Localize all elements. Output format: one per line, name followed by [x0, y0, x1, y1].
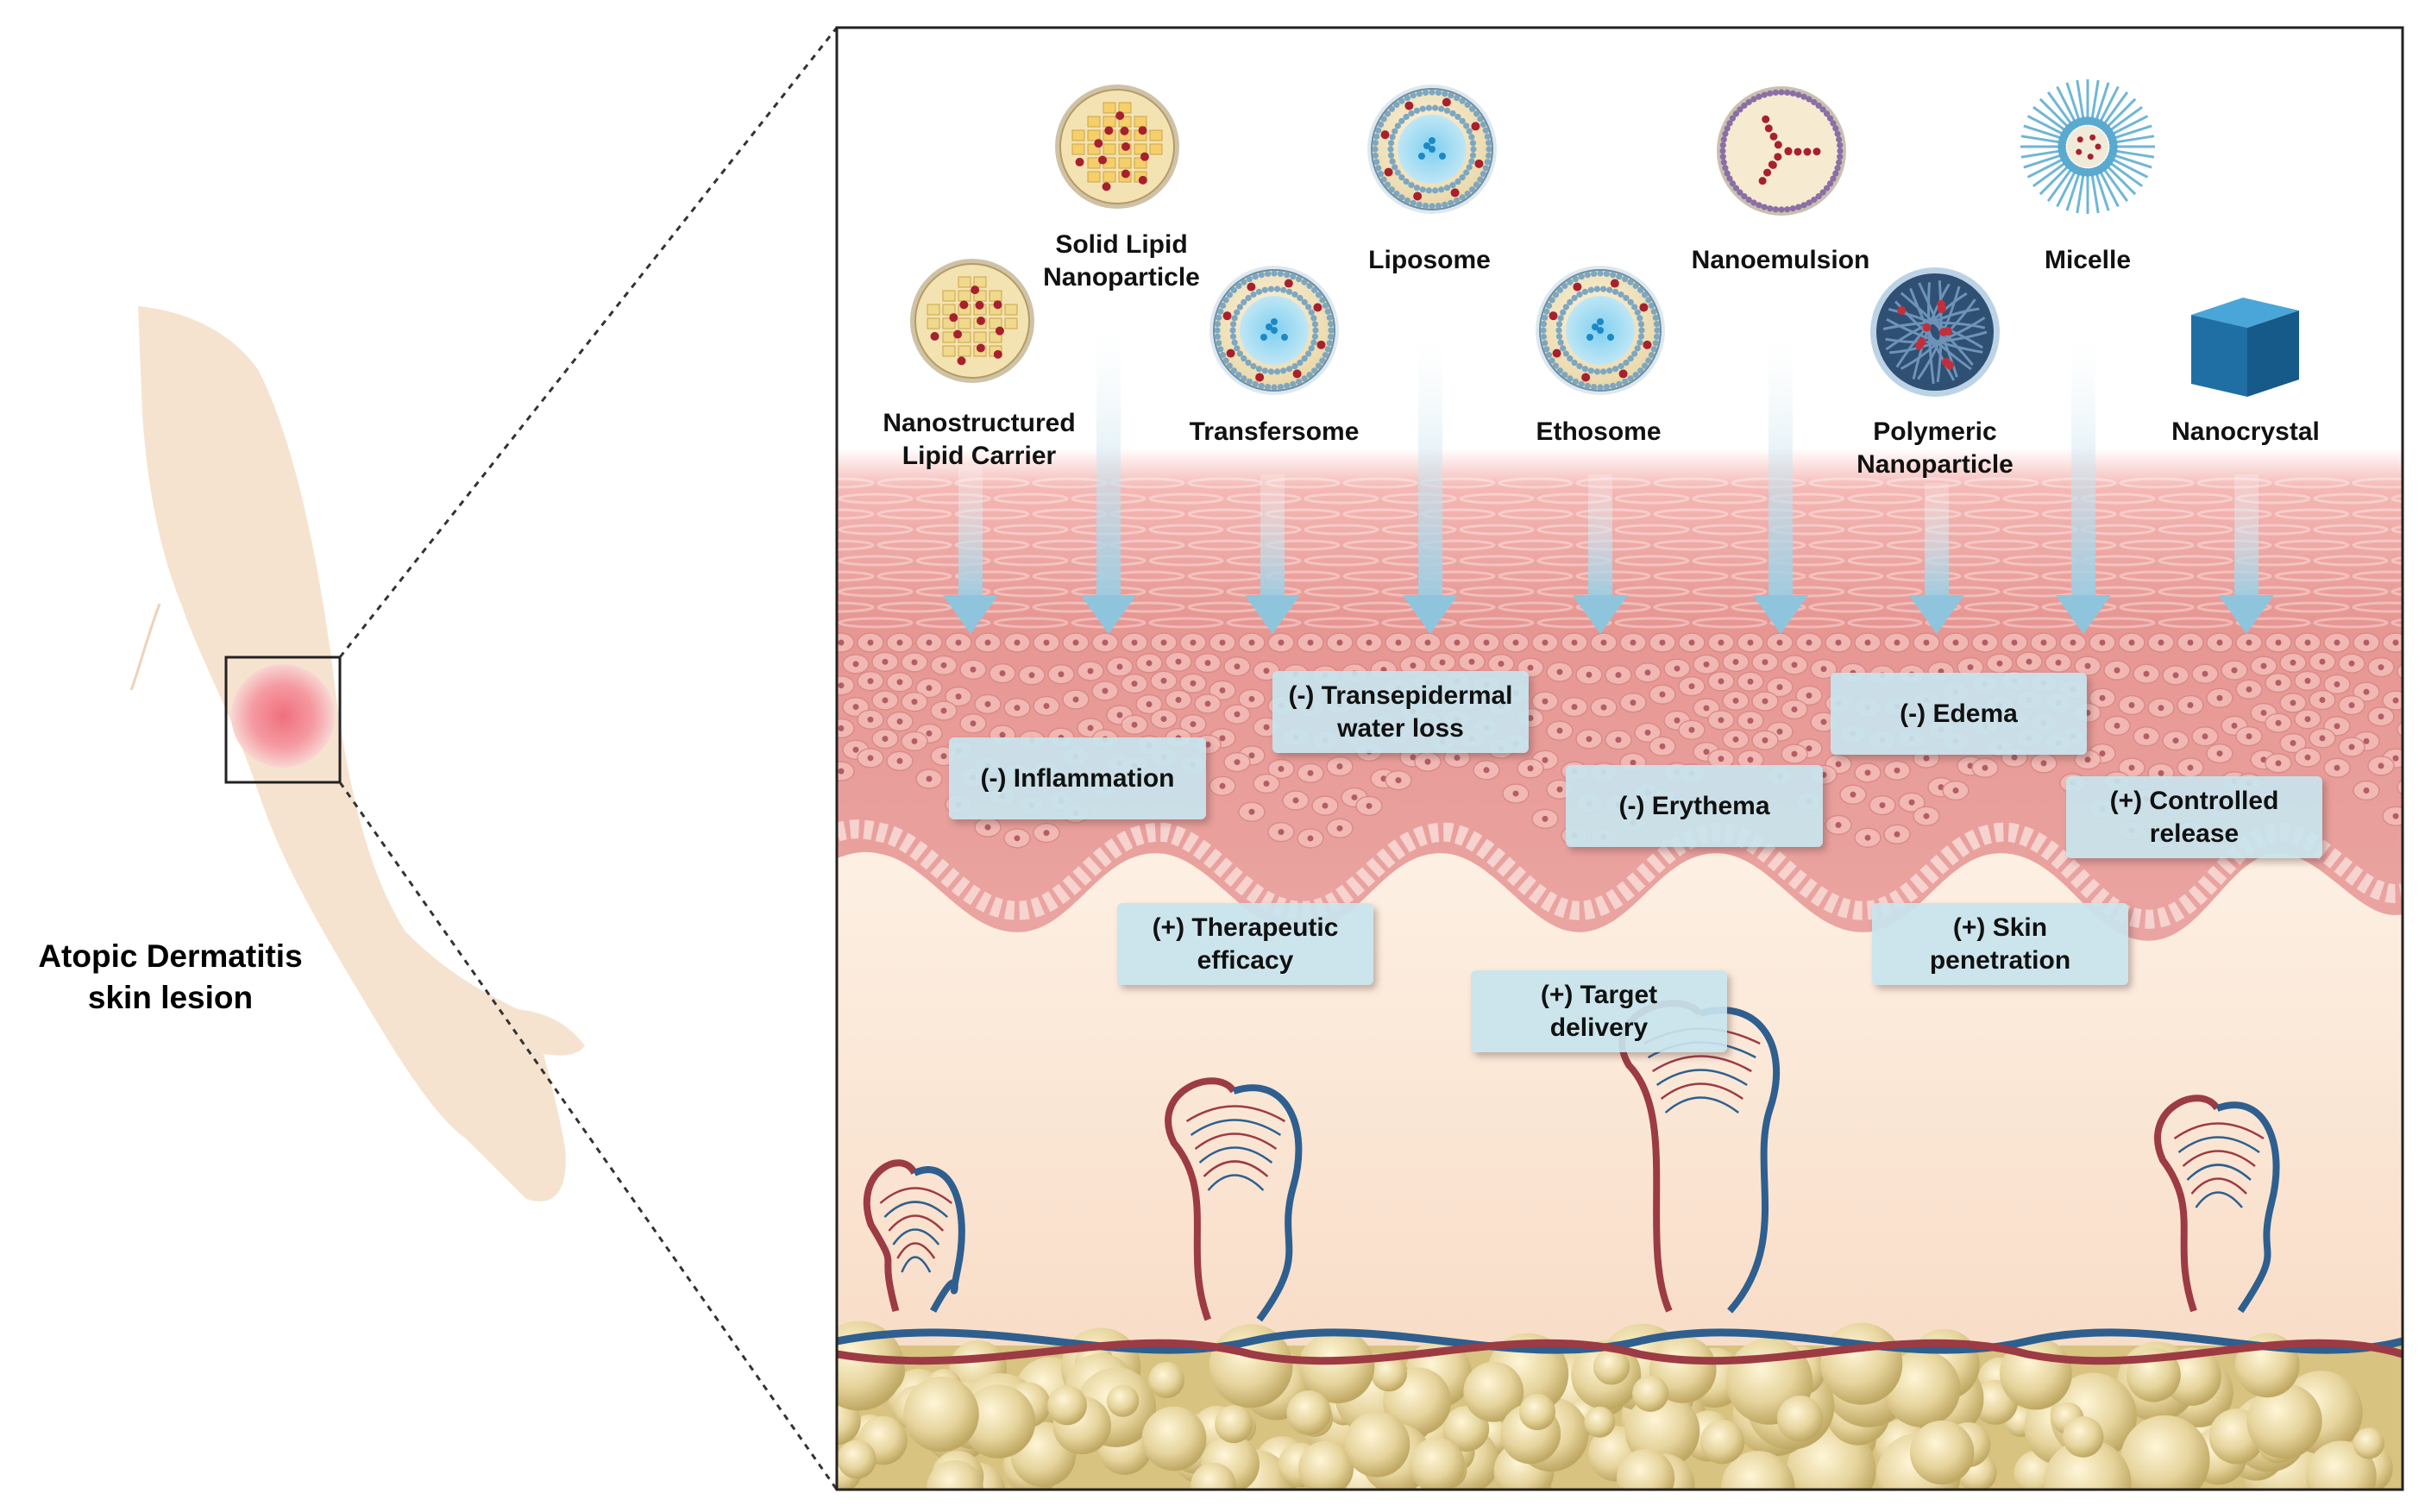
solid-lipid-nanoparticle-icon: [1055, 85, 1179, 209]
effect-line: (+) Therapeutic: [1152, 913, 1339, 942]
polymeric-nanoparticle-icon: [1870, 267, 2000, 397]
nanoemulsion-icon: [1717, 86, 1846, 216]
penetration-arrows: [943, 328, 2274, 634]
effect-line: (-) Edema: [1900, 699, 2018, 728]
label-micelle: Micelle: [2045, 244, 2131, 277]
nanostructured-lipid-carrier-icon: [910, 259, 1034, 383]
caption-line1: Atopic Dermatitis: [38, 938, 303, 974]
label-line: Ethosome: [1536, 417, 1662, 446]
effect-skin-penetration: (+) Skin penetration: [1872, 903, 2128, 985]
label-line: Nanoparticle: [1856, 449, 2014, 479]
effect-line: release: [2149, 819, 2240, 848]
effect-line: (+) Target: [1540, 981, 1658, 1009]
label-transfersome: Transfersome: [1190, 416, 1360, 449]
lesion-zoom-box: [224, 656, 342, 784]
effect-line: water loss: [1337, 713, 1464, 743]
label-line: Lipid Carrier: [902, 441, 1057, 470]
epidermis-layer: [837, 449, 2403, 941]
effect-transepidermal-water-loss: (-) Transepidermal water loss: [1272, 671, 1529, 753]
label-line: Micelle: [2044, 246, 2132, 274]
artery-horizontal: [837, 1339, 2403, 1365]
label-nanocrystal: Nanocrystal: [2171, 416, 2320, 449]
label-solid-lipid-nanoparticle: Solid Lipid Nanoparticle: [1043, 229, 1200, 293]
label-polymeric-nanoparticle: Polymeric Nanoparticle: [1856, 416, 2014, 480]
effect-line: (-) Inflammation: [980, 763, 1175, 793]
label-line: Nanoemulsion: [1691, 246, 1870, 274]
label-liposome: Liposome: [1368, 244, 1491, 277]
effect-erythema: (-) Erythema: [1566, 765, 1823, 847]
skin-cross-section: [837, 28, 2403, 1490]
effect-line: efficacy: [1197, 945, 1294, 975]
micelle-icon: [2020, 79, 2155, 214]
nanocrystal-icon: [2191, 298, 2299, 397]
arm-illustration: [129, 27, 839, 1490]
label-line: Transfersome: [1189, 417, 1360, 446]
label-line: Nanostructured: [883, 409, 1076, 437]
label-line: Nanocrystal: [2171, 417, 2320, 446]
effect-therapeutic-efficacy: (+) Therapeutic efficacy: [1117, 903, 1373, 985]
effect-line: (+) Skin: [1952, 913, 2048, 942]
label-line: Nanoparticle: [1043, 262, 1200, 292]
effect-target-delivery: (+) Target delivery: [1471, 970, 1727, 1052]
effect-inflammation: (-) Inflammation: [949, 737, 1206, 819]
effect-line: (-) Erythema: [1618, 791, 1770, 820]
effect-line: (+) Controlled: [2109, 787, 2279, 815]
panel-border: [835, 26, 2404, 1491]
liposome-icon: [1367, 85, 1497, 214]
lesion-spot: [231, 664, 335, 768]
caption-line2: skin lesion: [87, 980, 254, 1016]
effect-line: (-) Transepidermal: [1288, 681, 1513, 710]
effect-controlled-release: (+) Controlled release: [2066, 776, 2322, 858]
lesion-caption: Atopic Dermatitis skin lesion: [17, 936, 324, 1019]
transfersome-icon: [1209, 266, 1339, 395]
label-line: Polymeric: [1873, 417, 1997, 446]
effect-edema: (-) Edema: [1831, 673, 2087, 755]
label-nanostructured-lipid-carrier: Nanostructured Lipid Carrier: [883, 407, 1075, 472]
label-ethosome: Ethosome: [1536, 416, 1661, 449]
ethosome-icon: [1536, 266, 1665, 395]
label-line: Solid Lipid: [1055, 230, 1188, 259]
effect-line: penetration: [1929, 945, 2071, 975]
label-nanoemulsion: Nanoemulsion: [1692, 244, 1870, 277]
effect-line: delivery: [1549, 1013, 1649, 1042]
label-line: Liposome: [1368, 246, 1491, 274]
